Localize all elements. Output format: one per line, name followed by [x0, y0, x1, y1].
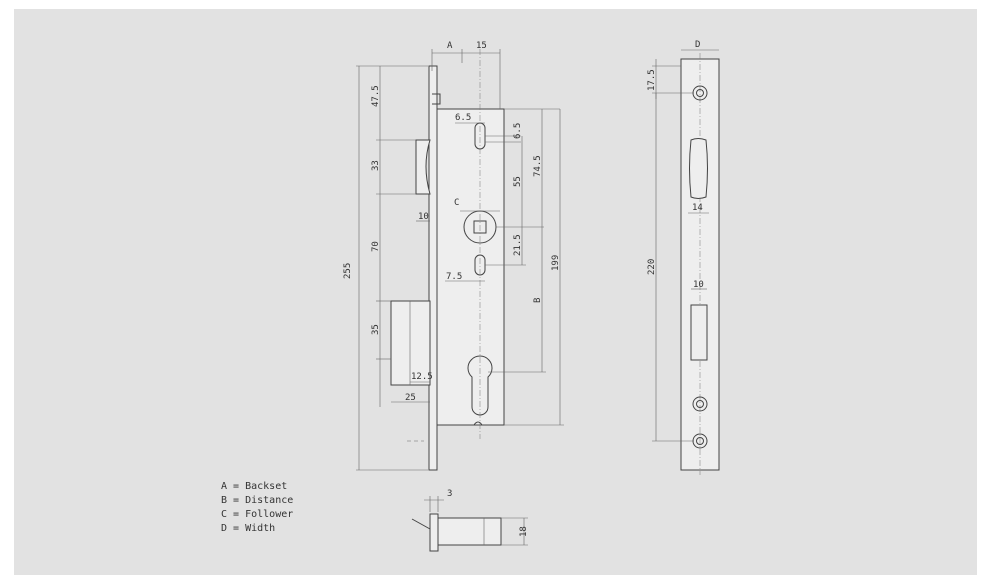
drawing-sheet: A 15 255 47.5 33 70 35 10 12.5 25 6.5 6.… — [14, 9, 977, 575]
bottom-dimensions: 3 18 — [424, 489, 529, 546]
deadbolt-opening — [690, 304, 708, 361]
dim-top-to-latch: 47.5 — [371, 85, 381, 107]
latch-bolt — [415, 139, 431, 195]
faceplate-tab — [432, 93, 441, 105]
bottom-case — [437, 517, 502, 546]
dim-slot-offset: 6.5 — [513, 123, 523, 139]
dim-latch-to-deadbolt: 70 — [371, 241, 381, 252]
faceplate — [428, 65, 438, 471]
dim-latch-width: 14 — [692, 203, 703, 213]
case-notch — [473, 421, 483, 426]
dim-backset: A — [447, 41, 453, 51]
dim-hole-spacing: 220 — [647, 259, 657, 275]
dim-upper-span: 74.5 — [533, 155, 543, 177]
front-dimensions: A 15 255 47.5 33 70 35 10 12.5 25 6.5 6.… — [343, 41, 564, 471]
dim-total-height: 255 — [343, 263, 353, 279]
dim-deadbolt-depth: 25 — [405, 393, 416, 403]
legend-item-b: B = Distance — [221, 495, 293, 506]
front-view — [390, 49, 505, 471]
legend: A = Backset B = Distance C = Follower D … — [221, 481, 293, 534]
bottom-faceplate — [429, 513, 439, 552]
dim-bottom-height: 18 — [519, 526, 529, 537]
technical-drawing: A 15 255 47.5 33 70 35 10 12.5 25 6.5 6.… — [221, 40, 720, 552]
dim-deadbolt-height: 35 — [371, 324, 381, 335]
latch-opening — [689, 138, 708, 199]
dim-latch-projection: 10 — [418, 212, 429, 222]
dim-slot-to-follower: 55 — [513, 176, 523, 187]
dim-bottom-slot-width: 7.5 — [446, 272, 462, 282]
dim-plate-offset: 15 — [476, 41, 487, 51]
dim-lip: 3 — [447, 489, 452, 499]
legend-item-a: A = Backset — [221, 481, 287, 492]
deadbolt — [390, 300, 431, 386]
lock-case — [436, 108, 505, 426]
dim-deadbolt-projection: 12.5 — [411, 372, 433, 382]
dim-distance: B — [533, 298, 543, 303]
cylinder-hole — [467, 355, 493, 416]
side-dimensions: D 17.5 14 10 220 — [647, 40, 719, 442]
side-view — [680, 53, 720, 475]
dim-latch-height: 33 — [371, 160, 381, 171]
dim-follower-to-bottom-slot: 21.5 — [513, 234, 523, 256]
bottom-view — [411, 513, 502, 552]
dim-top-hole: 17.5 — [647, 69, 657, 91]
dim-slot-width: 6.5 — [455, 113, 471, 123]
bottom-bevel — [411, 518, 431, 536]
dim-follower: C — [454, 198, 459, 208]
legend-item-d: D = Width — [221, 523, 275, 534]
dim-width: D — [695, 40, 700, 50]
dim-overall: 199 — [551, 255, 561, 271]
screw-hole-middle — [692, 396, 708, 412]
dim-deadbolt-width: 10 — [693, 280, 704, 290]
legend-item-c: C = Follower — [221, 509, 293, 520]
